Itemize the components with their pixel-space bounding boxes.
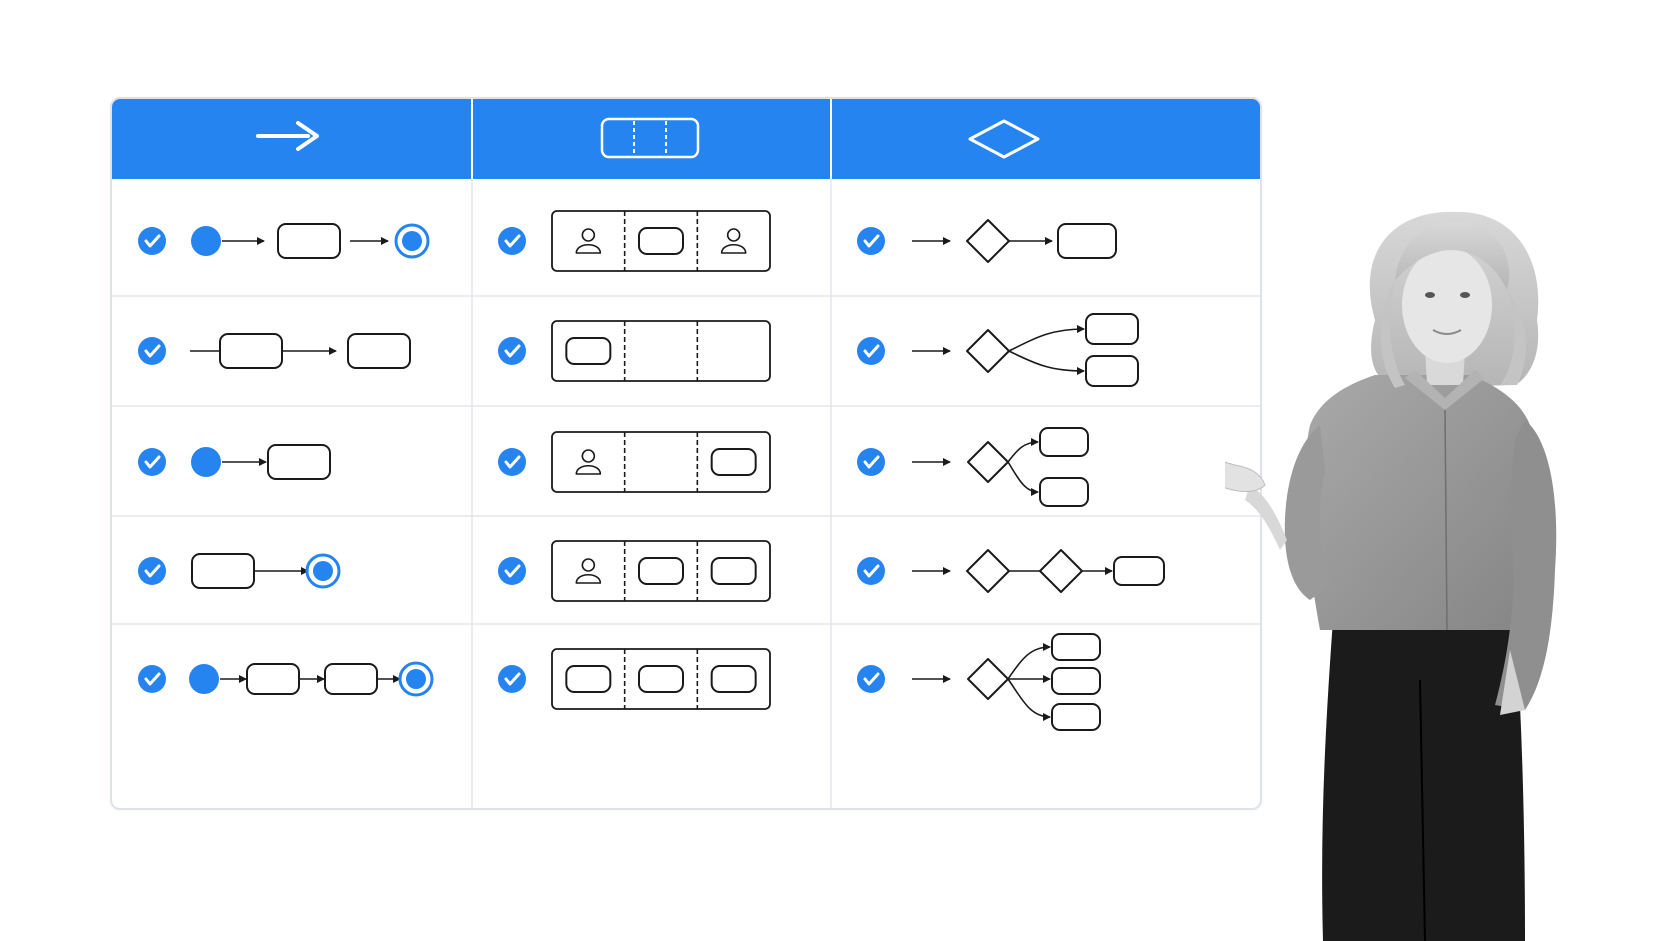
task-box — [566, 338, 610, 364]
task-box — [712, 449, 756, 475]
check-icon — [498, 337, 526, 365]
gateway-icon — [1040, 550, 1082, 592]
gateway-icon — [968, 659, 1008, 699]
task-box — [278, 224, 340, 258]
task-box — [1040, 478, 1088, 506]
table-canvas — [112, 99, 1262, 810]
check-icon — [857, 665, 885, 693]
start-event-icon — [191, 447, 221, 477]
check-icon — [138, 557, 166, 585]
flow-line — [1008, 647, 1050, 679]
gateway-icon — [967, 220, 1009, 262]
forearm — [1245, 485, 1287, 550]
face — [1402, 247, 1492, 363]
swimlane-pool — [552, 649, 770, 709]
check-icon — [498, 448, 526, 476]
swimlane-pool — [552, 541, 770, 601]
diagram-comparison-table — [110, 97, 1262, 810]
end-event-icon — [396, 225, 428, 257]
task-box — [192, 554, 254, 588]
check-icon — [138, 337, 166, 365]
task-box — [1052, 704, 1100, 730]
swimlane-pool — [552, 211, 770, 271]
check-icon — [138, 665, 166, 693]
check-icon — [498, 227, 526, 255]
check-icon — [857, 448, 885, 476]
task-box — [1058, 224, 1116, 258]
flow-line — [1008, 442, 1038, 462]
user-icon — [576, 559, 600, 583]
task-box — [1052, 668, 1100, 694]
start-event-icon — [191, 226, 221, 256]
check-icon — [857, 227, 885, 255]
check-icon — [498, 557, 526, 585]
swimlane-pool — [552, 321, 770, 381]
flow-line — [1008, 679, 1050, 717]
gateway-icon — [968, 442, 1008, 482]
start-event-icon — [189, 664, 219, 694]
check-icon — [138, 227, 166, 255]
presenter-illustration — [1225, 210, 1672, 941]
flow-line — [1009, 351, 1084, 371]
task-box — [639, 228, 683, 254]
task-box — [1086, 356, 1138, 386]
task-box — [639, 558, 683, 584]
task-box — [712, 666, 756, 692]
task-box — [639, 666, 683, 692]
task-box — [348, 334, 410, 368]
task-box — [247, 664, 299, 694]
flow-line — [1008, 462, 1038, 492]
check-icon — [498, 665, 526, 693]
task-box — [566, 666, 610, 692]
user-icon — [722, 229, 746, 253]
task-box — [220, 334, 282, 368]
task-box — [1086, 314, 1138, 344]
task-box — [268, 445, 330, 479]
task-box — [1114, 557, 1164, 585]
shirt — [1305, 375, 1537, 630]
check-icon — [857, 557, 885, 585]
end-event-icon — [307, 555, 339, 587]
table-header — [112, 99, 1262, 179]
flow-line — [1009, 329, 1084, 351]
end-event-icon — [400, 663, 432, 695]
user-icon — [576, 450, 600, 474]
user-icon — [576, 229, 600, 253]
gateway-icon — [967, 550, 1009, 592]
open-hand — [1225, 442, 1265, 492]
swimlane-pool — [552, 432, 770, 492]
gateway-icon — [967, 330, 1009, 372]
task-box — [1052, 634, 1100, 660]
task-box — [325, 664, 377, 694]
task-box — [712, 558, 756, 584]
check-icon — [138, 448, 166, 476]
task-box — [1040, 428, 1088, 456]
check-icon — [857, 337, 885, 365]
